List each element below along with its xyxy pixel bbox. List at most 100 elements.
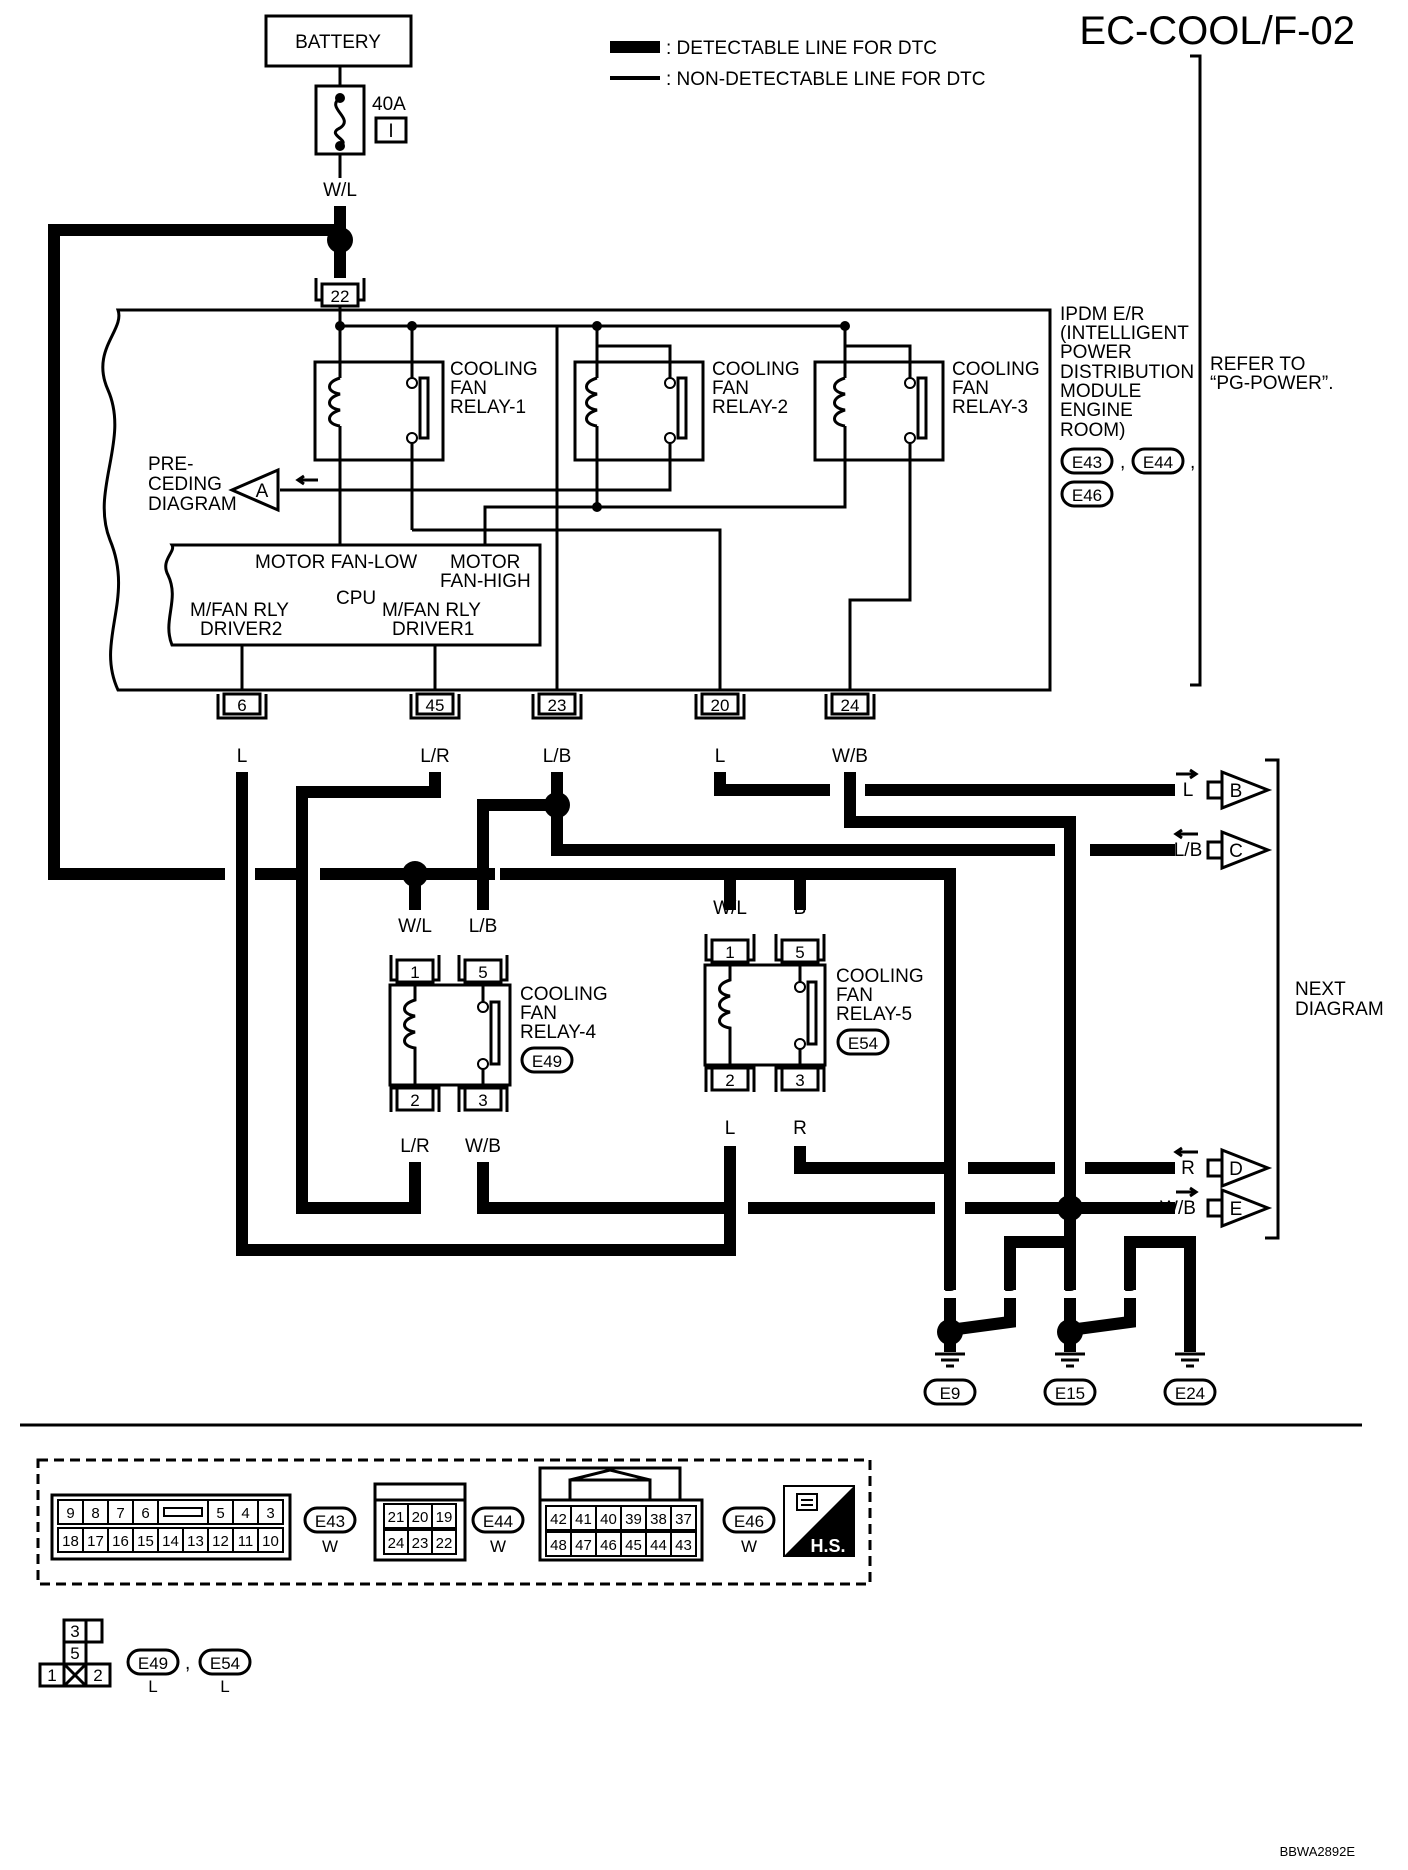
connector-e44-id: E44 (483, 1512, 513, 1531)
connector-pin-number: 4 (241, 1505, 249, 1522)
battery-label: BATTERY (295, 32, 381, 53)
cpu-motor-fan-high-2: FAN-HIGH (440, 571, 531, 592)
cpu-label: CPU (336, 588, 376, 609)
connector-pin-number: 45 (625, 1537, 642, 1554)
connector-pin-cell (57, 1499, 84, 1525)
preceding-diagram-link: A PRE- CEDING DIAGRAM (148, 454, 597, 515)
next-e-wire: W/B (1160, 1198, 1196, 1219)
ground-conn-e15: E15 (1055, 1384, 1085, 1403)
coil-icon (718, 965, 732, 1065)
connector-pin-cell (431, 1529, 457, 1555)
connector-pin-number: 46 (600, 1537, 617, 1554)
relay-conn-pin-3: 3 (70, 1622, 79, 1641)
connector-pin-number: 18 (62, 1533, 79, 1550)
cpu-driver2-1: M/FAN RLY (190, 600, 289, 621)
connector-pin-number: 21 (388, 1509, 405, 1526)
connector-e43-color: W (322, 1537, 338, 1556)
connector-pin-number: 37 (675, 1511, 692, 1528)
next-c-tag: C (1229, 841, 1243, 862)
preceding-line-3: DIAGRAM (148, 494, 237, 515)
connector-pin-cell (645, 1505, 672, 1531)
relay4-label-3: RELAY-4 (520, 1022, 596, 1043)
relay-conn-e49: E49 (138, 1654, 168, 1673)
ipdm-terminals: 6 45 23 20 24 (216, 692, 876, 720)
connector-e46-id: E46 (734, 1512, 764, 1531)
refer-bracket (1190, 54, 1202, 687)
ipdm-label: IPDM E/R (INTELLIGENT POWER DISTRIBUTION… (1060, 304, 1195, 508)
connector-pin-cell (670, 1505, 697, 1531)
fuse-rating: 40A (372, 94, 406, 115)
wire-color-20: L (715, 746, 726, 767)
connector-pin-number: 14 (162, 1533, 179, 1550)
terminal-24: 24 (824, 692, 876, 720)
connector-pin-number: 22 (436, 1535, 453, 1552)
battery-block: BATTERY 40A I W/L (264, 14, 413, 201)
relay5-pin-1: 1 (725, 943, 734, 962)
connector-tag-a (228, 467, 280, 513)
connector-e44-color: W (490, 1537, 506, 1556)
connector-e46-face (538, 1498, 704, 1562)
relay2-label-3: RELAY-2 (712, 397, 788, 418)
connector-pin-number: 41 (575, 1511, 592, 1528)
relay4-wire-1: W/L (398, 916, 432, 937)
connector-pin-number: 24 (388, 1535, 405, 1552)
connector-pin-number: 7 (116, 1505, 124, 1522)
cpu-driver1-1: M/FAN RLY (382, 600, 481, 621)
terminal-45: 45 (409, 692, 461, 720)
relay1-label-2: FAN (450, 378, 487, 399)
ipdm-line-7: ROOM) (1060, 420, 1125, 441)
wire-color-45: L/R (420, 746, 450, 767)
fuse-icon (333, 96, 346, 148)
connector-pin-number: 10 (262, 1533, 279, 1550)
ground-wire-5: B (1184, 1275, 1197, 1296)
next-label-2: DIAGRAM (1295, 999, 1384, 1020)
cooling-fan-relay-4: W/L L/B 1 5 2 3 L/R W/B COOLING FAN RELA… (388, 916, 608, 1157)
connector-pin-number: 17 (87, 1533, 104, 1550)
relay5-connector: E54 (848, 1034, 878, 1053)
relay4-pin-3: 3 (478, 1091, 487, 1110)
ipdm-line-3: POWER (1060, 342, 1132, 363)
terminal-6-label: 6 (237, 696, 246, 715)
connector-pin-cell (620, 1505, 647, 1531)
cpu-motor-fan-low: MOTOR FAN-LOW (255, 552, 417, 573)
ipdm-module (101, 308, 1052, 692)
coil-icon (328, 376, 341, 428)
relay4-pin-1: 1 (410, 963, 419, 982)
ground-wire-4: B (1124, 1275, 1137, 1296)
cooling-fan-relay-2: COOLING FAN RELAY-2 (573, 326, 800, 507)
relay-conn-color-e54: L (220, 1677, 229, 1696)
relay5-wire-5: B (794, 898, 807, 919)
connector-blank-slot (163, 1507, 203, 1517)
relay5-wire-2: L (725, 1118, 736, 1139)
battery-box (264, 14, 413, 68)
connector-pin-cell (545, 1531, 572, 1557)
terminal-23: 23 (531, 692, 583, 720)
ipdm-line-1: IPDM E/R (1060, 304, 1144, 325)
relay2-label-2: FAN (712, 378, 749, 399)
relay5-pin-2: 2 (725, 1071, 734, 1090)
splice-wl-2 (402, 861, 428, 887)
connector-pin-number: 13 (187, 1533, 204, 1550)
tag-a-label: A (256, 481, 269, 502)
next-bracket (1265, 758, 1280, 1240)
connector-pin-cell (595, 1505, 622, 1531)
ground-wire-2: B (1004, 1275, 1017, 1296)
connector-e44-face (373, 1482, 467, 1562)
connector-pin-number: 23 (412, 1535, 429, 1552)
terminal-20: 20 (694, 692, 746, 720)
cooling-fan-relay-5: W/L B 1 5 2 3 L R COOLING FAN RELAY-5 E5… (703, 898, 924, 1139)
terminal-6: 6 (216, 692, 268, 720)
relay2-label-1: COOLING (712, 359, 800, 380)
connector-pin-number: 48 (550, 1537, 567, 1554)
legend-non-detectable: : NON-DETECTABLE LINE FOR DTC (666, 69, 986, 90)
connector-pin-number: 16 (112, 1533, 129, 1550)
cpu-motor-fan-high-1: MOTOR (450, 552, 520, 573)
relay5-wire-3: R (793, 1118, 807, 1139)
ground-wire-1: B (944, 1275, 957, 1296)
next-c-wire: L/B (1174, 840, 1203, 861)
relay-conn-color-e49: L (148, 1677, 157, 1696)
connector-pin-cell (207, 1499, 234, 1525)
relay3-label-3: RELAY-3 (952, 397, 1028, 418)
